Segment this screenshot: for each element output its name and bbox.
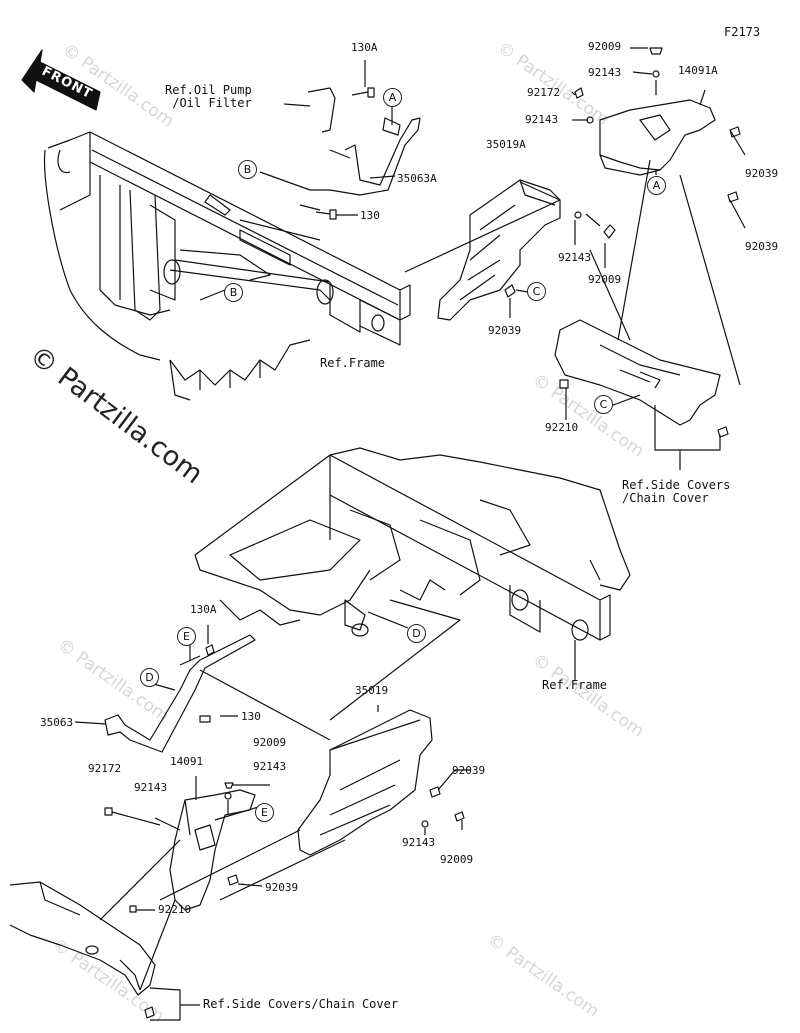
callout-a: A [383, 88, 402, 107]
figure-code: F2173 [724, 25, 761, 39]
part-number: 92039 [745, 240, 779, 253]
part-number: 92172 [527, 86, 561, 99]
part-number: 92143 [253, 760, 287, 773]
part-number: 130 [241, 710, 261, 723]
part-number: 92210 [545, 421, 579, 434]
part-number: 92009 [588, 40, 622, 53]
part-number: 92009 [588, 273, 622, 286]
guard-14091 [169, 789, 256, 911]
ref-frame-top-label: Ref.Frame [320, 356, 386, 370]
frame-top-drawing [43, 131, 411, 401]
callout-e: E [255, 803, 274, 822]
ref-frame-bottom-label: Ref.Frame [542, 678, 608, 692]
guard-14091a [599, 99, 716, 176]
callout-d: D [140, 668, 159, 687]
callout-c: C [594, 395, 613, 414]
callout-b: B [238, 160, 257, 179]
part-number: 92143 [134, 781, 168, 794]
part-number: 92009 [440, 853, 474, 866]
part-number: 92172 [88, 762, 122, 775]
front-arrow-icon [21, 49, 101, 111]
part-number: 35019 [355, 684, 389, 697]
part-number: 130 [360, 209, 380, 222]
part-number: 92039 [265, 881, 299, 894]
part-number: 35063A [397, 172, 437, 185]
callout-c: C [527, 282, 546, 301]
chain-cover-top [554, 319, 721, 426]
part-number: 92039 [745, 167, 779, 180]
part-number: 130A [190, 603, 217, 616]
part-number: 35063 [40, 716, 74, 729]
chain-cover-bottom [9, 881, 156, 996]
part-number: 92143 [402, 836, 436, 849]
callout-a: A [647, 176, 666, 195]
part-number: 92039 [452, 764, 486, 777]
cover-35019 [297, 709, 433, 856]
part-number: 92143 [588, 66, 622, 79]
fastener-icon [104, 782, 465, 1019]
part-number: 92009 [253, 736, 287, 749]
ref-side-covers-bottom-label: Ref.Side Covers/Chain Cover [203, 997, 399, 1011]
ref-oil-pump-label: Ref.Oil Pump /Oil Filter [165, 83, 252, 110]
ref-side-covers-top-label: Ref.Side Covers /Chain Cover [622, 478, 731, 505]
part-number: 92143 [525, 113, 559, 126]
part-number: 35019A [486, 138, 526, 151]
callout-b: B [224, 283, 243, 302]
callout-e: E [177, 627, 196, 646]
screw-icon [315, 87, 375, 220]
callout-d: D [407, 624, 426, 643]
bracket-35063a [299, 87, 421, 211]
bracket-35063 [104, 634, 256, 753]
screw-icon [199, 644, 215, 723]
part-number: 92039 [488, 324, 522, 337]
part-number: 92210 [158, 903, 192, 916]
part-number: 130A [351, 41, 378, 54]
part-number: 92143 [558, 251, 592, 264]
part-number: 14091 [170, 755, 204, 768]
cover-35019a [437, 179, 561, 321]
part-number: 14091A [678, 64, 718, 77]
frame-bottom-drawing [194, 447, 631, 641]
